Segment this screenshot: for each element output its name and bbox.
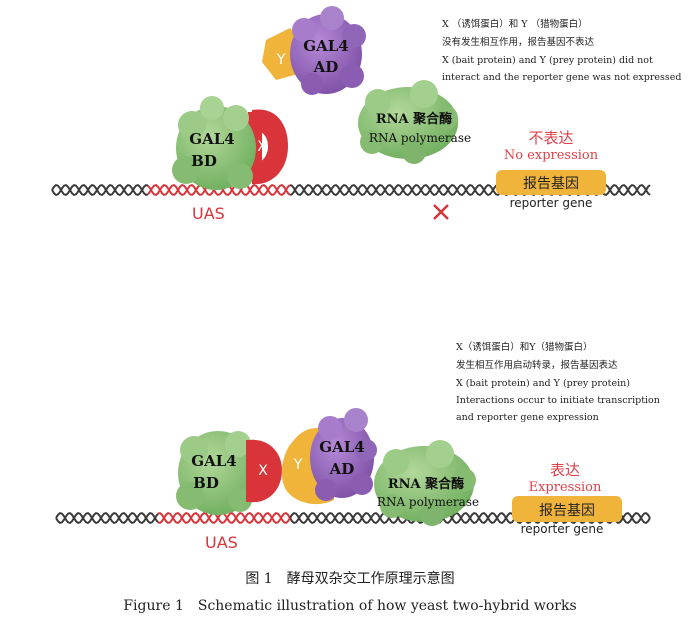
reporter-gene-label: reporter gene [510, 196, 593, 210]
dna-backbone [55, 511, 159, 525]
gal4-bd-blob: GAL4 BD [176, 431, 258, 515]
note-line: X (bait protein) and Y (prey protein) [456, 378, 630, 389]
expression-status-en: Expression [529, 480, 602, 495]
note-line: Interactions occur to initiate transcrip… [456, 395, 660, 406]
gal4-bd-line2: BD [191, 152, 217, 170]
expression-status-cn: 表达 [550, 461, 580, 479]
blocked-x-icon [433, 204, 449, 220]
rna-polymerase-cn: RNA 聚合酶 [376, 111, 452, 127]
gal4-ad-blob: GAL4 AD [310, 408, 377, 501]
rna-polymerase-blob: RNA 聚合酶 RNA polymerase [358, 80, 471, 164]
note-line: and reporter gene expression [456, 412, 599, 423]
note-line: interact and the reporter gene was not e… [442, 72, 681, 83]
note-line: X （诱饵蛋白）和 Y （猎物蛋白） [442, 18, 588, 30]
figure-caption-en: Figure 1 Schematic illustration of how y… [123, 598, 576, 614]
reporter-gene-box [512, 496, 622, 522]
interaction-note: X（诱饵蛋白）和Y（猎物蛋白） 发生相互作用启动转录，报告基因表达 X (bai… [456, 341, 660, 423]
gal4-ad-line1: GAL4 [303, 37, 348, 55]
gal4-ad-blob: GAL4 AD [290, 6, 366, 95]
gal4-ad-line2: AD [313, 58, 339, 76]
interaction-note: X （诱饵蛋白）和 Y （猎物蛋白） 没有发生相互作用，报告基因不表达 X (b… [442, 18, 681, 83]
reporter-gene-box-label: 报告基因 [539, 502, 595, 519]
bait-label: X [258, 463, 268, 479]
prey-label: Y [293, 457, 303, 473]
gal4-ad-line1: GAL4 [319, 438, 364, 456]
bait-label: X [257, 139, 267, 155]
dna-backbone [51, 183, 149, 197]
expression-status-en: No expression [504, 148, 599, 163]
dna-backbone [51, 183, 149, 197]
expression-status-cn: 不表达 [528, 129, 573, 147]
gal4-bd-line2: BD [193, 474, 219, 492]
gal4-bd-line1: GAL4 [191, 452, 236, 470]
gal4-bd-line1: GAL4 [189, 130, 234, 148]
uas-label: UAS [192, 204, 225, 223]
reporter-gene-box-label: 报告基因 [523, 175, 579, 192]
note-line: X (bait protein) and Y (prey protein) di… [442, 55, 653, 66]
figure-caption-cn: 图 1 酵母双杂交工作原理示意图 [245, 570, 454, 587]
rna-polymerase-blob: RNA 聚合酶 RNA polymerase [374, 440, 479, 526]
rna-polymerase-cn: RNA 聚合酶 [388, 476, 464, 492]
note-line: 没有发生相互作用，报告基因不表达 [442, 36, 595, 48]
reporter-gene-label: reporter gene [521, 522, 604, 536]
dna-backbone [55, 511, 159, 525]
gal4-bd-blob: GAL4 BD [172, 96, 256, 190]
panel-bottom: UAS 报告基因 reporter gene 表达 Expression GAL… [55, 341, 660, 552]
note-line: 发生相互作用启动转录，报告基因表达 [456, 359, 618, 371]
dna-backbone [289, 511, 651, 525]
rna-polymerase-en: RNA polymerase [369, 131, 471, 145]
prey-label: Y [276, 52, 286, 68]
bait-protein-x: X [246, 439, 282, 503]
panel-top: UAS 报告基因 reporter gene 不表达 No expression… [51, 6, 681, 223]
rna-polymerase-en: RNA polymerase [377, 495, 479, 509]
note-line: X（诱饵蛋白）和Y（猎物蛋白） [456, 341, 593, 353]
dna-backbone [147, 183, 291, 197]
uas-label: UAS [205, 533, 238, 552]
reporter-gene-box [496, 170, 606, 195]
gal4-ad-line2: AD [329, 460, 355, 478]
dna-backbone [157, 511, 291, 525]
